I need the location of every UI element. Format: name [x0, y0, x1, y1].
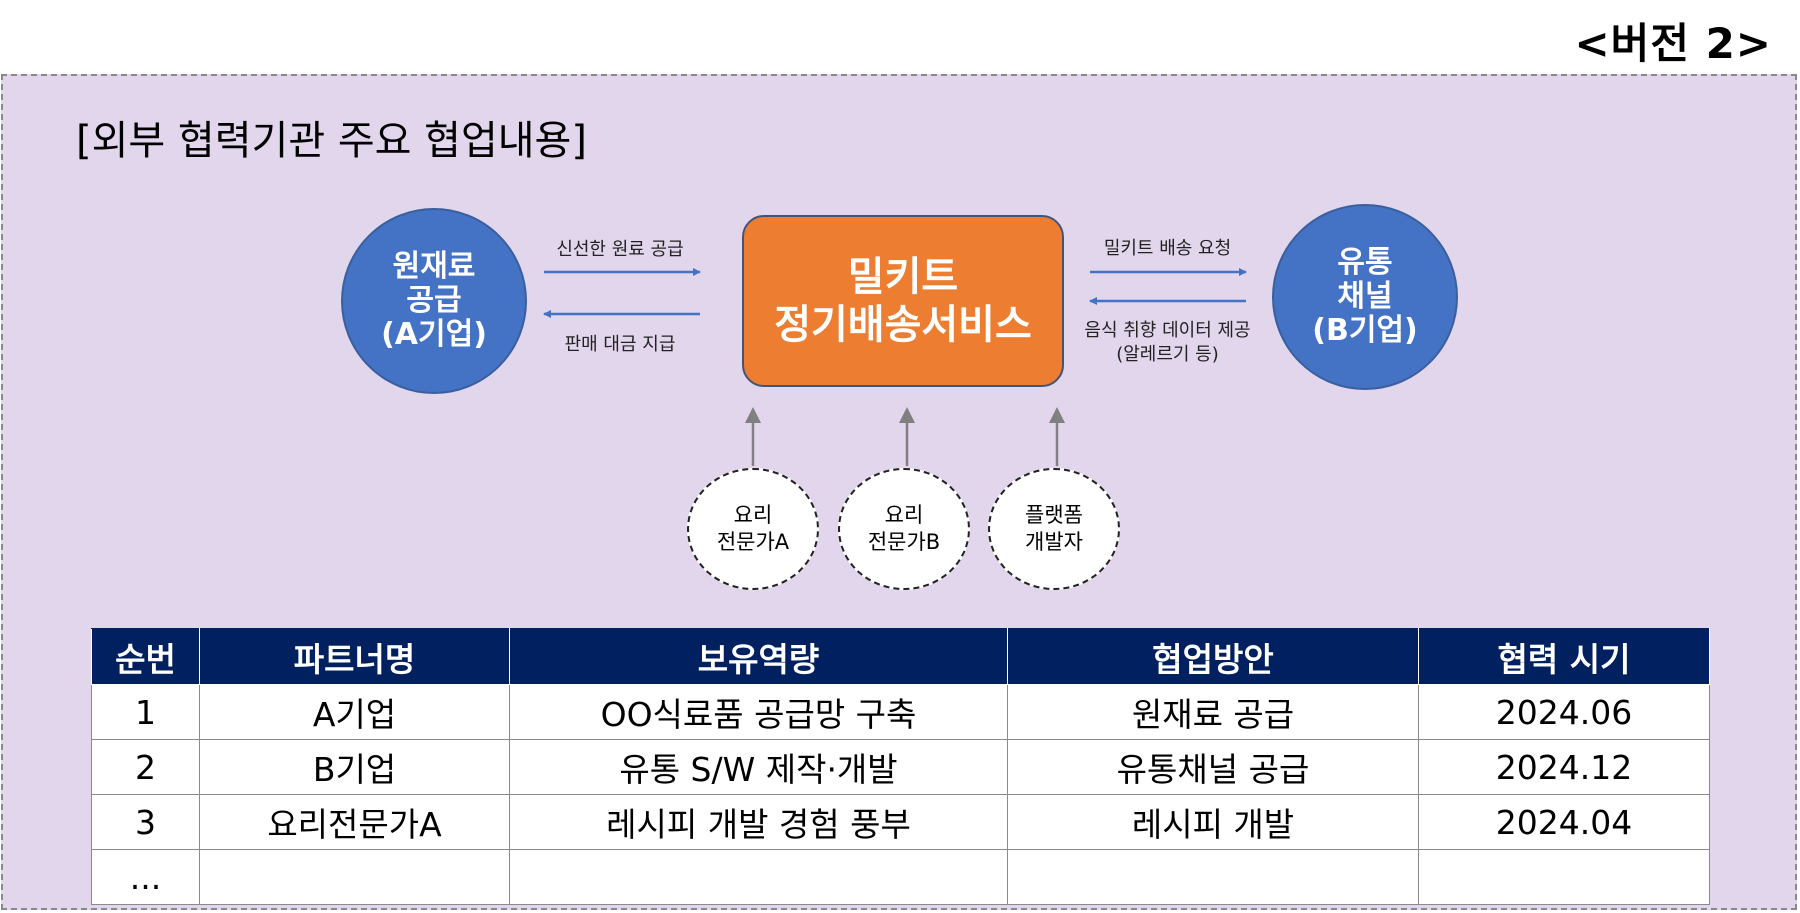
header-partner: 파트너명	[199, 628, 510, 685]
table-row: ...	[91, 849, 1710, 905]
table-cell	[199, 849, 510, 905]
supplier-line2: 공급	[406, 283, 462, 318]
flow-label-payment: 판매 대금 지급	[564, 334, 676, 355]
contributor-3-line2: 개발자	[1025, 530, 1083, 554]
header-capability: 보유역량	[509, 628, 1008, 685]
distributor-line1: 유통	[1337, 245, 1393, 280]
version-label: <버전 2>	[1574, 19, 1772, 68]
table-cell: 3	[91, 794, 200, 850]
supplier-line1: 원재료	[392, 249, 476, 284]
supplier-line3: (A기업)	[381, 317, 487, 352]
taste-data-line2: (알레르기 등)	[1116, 344, 1219, 365]
flow-label-supply: 신선한 원료 공급	[556, 239, 684, 260]
table-cell: 요리전문가A	[199, 794, 510, 850]
header-plan: 협업방안	[1007, 628, 1419, 685]
contributor-3-line1: 플랫폼	[1025, 503, 1083, 527]
taste-data-line1: 음식 취향 데이터 제공	[1084, 320, 1251, 341]
flow-label-taste-data: 음식 취향 데이터 제공 (알레르기 등)	[1070, 319, 1265, 367]
table-cell: A기업	[199, 684, 510, 740]
table-cell	[1007, 849, 1419, 905]
contributor-chef-b: 요리 전문가B	[838, 468, 970, 590]
distributor-node: 유통 채널 (B기업)	[1272, 204, 1458, 390]
table-cell: 레시피 개발	[1007, 794, 1419, 850]
table-row: 3 요리전문가A 레시피 개발 경험 풍부 레시피 개발 2024.04	[91, 794, 1710, 850]
table-cell: ...	[91, 849, 200, 905]
table-cell: 레시피 개발 경험 풍부	[509, 794, 1008, 850]
center-line1: 밀키트	[847, 254, 959, 300]
distributor-line3: (B기업)	[1312, 313, 1418, 348]
section-title: [외부 협력기관 주요 협업내용]	[76, 118, 587, 164]
table-cell: 유통 S/W 제작·개발	[509, 739, 1008, 795]
table-cell: 2024.06	[1418, 684, 1710, 740]
table-cell: B기업	[199, 739, 510, 795]
table-row: 2 B기업 유통 S/W 제작·개발 유통채널 공급 2024.12	[91, 739, 1710, 795]
table-cell: 원재료 공급	[1007, 684, 1419, 740]
distributor-line2: 채널	[1337, 279, 1393, 314]
contributor-2-line1: 요리	[884, 503, 924, 527]
table-header-row: 순번 파트너명 보유역량 협업방안 협력 시기	[91, 628, 1710, 685]
mealkit-service-node: 밀키트 정기배송서비스	[742, 215, 1064, 387]
table-row: 1 A기업 OO식료품 공급망 구축 원재료 공급 2024.06	[91, 684, 1710, 740]
table-cell: 1	[91, 684, 200, 740]
contributor-1-line1: 요리	[733, 503, 773, 527]
header-no: 순번	[91, 628, 200, 685]
table-cell: 유통채널 공급	[1007, 739, 1419, 795]
contributor-2-line2: 전문가B	[867, 530, 941, 554]
center-line2: 정기배송서비스	[774, 302, 1032, 348]
partner-table: 순번 파트너명 보유역량 협업방안 협력 시기 1 A기업 OO식료품 공급망 …	[91, 628, 1710, 905]
supplier-node: 원재료 공급 (A기업)	[341, 208, 527, 394]
table-cell: OO식료품 공급망 구축	[509, 684, 1008, 740]
contributor-1-line2: 전문가A	[716, 530, 790, 554]
table-cell: 2024.04	[1418, 794, 1710, 850]
contributor-chef-a: 요리 전문가A	[687, 468, 819, 590]
table-cell	[509, 849, 1008, 905]
flow-label-delivery-request: 밀키트 배송 요청	[1103, 238, 1232, 259]
table-cell: 2024.12	[1418, 739, 1710, 795]
table-cell: 2	[91, 739, 200, 795]
header-period: 협력 시기	[1418, 628, 1710, 685]
contributor-platform-dev: 플랫폼 개발자	[988, 468, 1120, 590]
table-cell	[1418, 849, 1710, 905]
